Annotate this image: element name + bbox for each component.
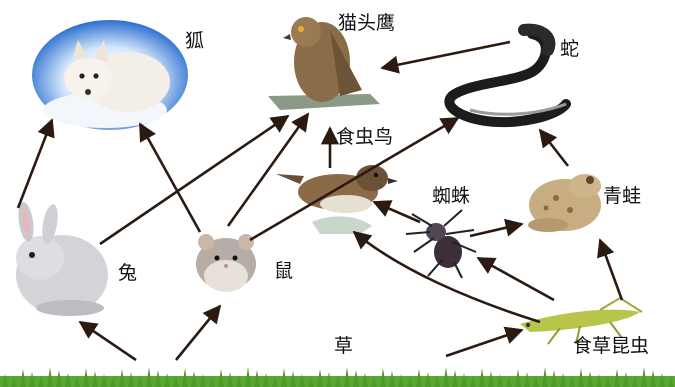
label-rabbit: 兔 bbox=[118, 264, 137, 283]
arrow-snake-to-owl bbox=[382, 42, 510, 68]
label-spider: 蜘蛛 bbox=[432, 187, 470, 206]
label-owl: 猫头鹰 bbox=[338, 14, 395, 33]
arrow-grass-to-mouse bbox=[176, 306, 220, 360]
arrow-grass-to-rabbit bbox=[80, 322, 136, 360]
arrow-grass-to-grasshopper bbox=[446, 330, 522, 356]
arrow-grasshopper-to-frog bbox=[600, 240, 622, 300]
arrow-rabbit-to-fox bbox=[18, 120, 52, 208]
label-grasshopper: 食草昆虫 bbox=[573, 337, 649, 356]
label-insectivorous-bird: 食虫鸟 bbox=[336, 128, 393, 147]
fox-image bbox=[32, 20, 188, 130]
label-grass: 草 bbox=[334, 337, 353, 356]
label-mouse: 鼠 bbox=[274, 262, 293, 281]
frog-image bbox=[528, 174, 601, 232]
label-fox: 狐 bbox=[185, 32, 204, 51]
bird-image bbox=[276, 165, 398, 234]
label-snake: 蛇 bbox=[560, 40, 579, 59]
label-frog: 青蛙 bbox=[603, 187, 641, 206]
arrow-mouse-to-fox bbox=[140, 124, 200, 232]
arrow-spider-to-frog bbox=[470, 224, 522, 236]
arrow-frog-to-snake bbox=[540, 130, 568, 166]
mouse-image bbox=[196, 234, 256, 292]
arrow-spider-to-bird bbox=[374, 202, 420, 222]
rabbit-image bbox=[16, 201, 108, 316]
grass-image bbox=[0, 367, 675, 387]
arrow-grasshopper-to-spider bbox=[478, 258, 554, 300]
